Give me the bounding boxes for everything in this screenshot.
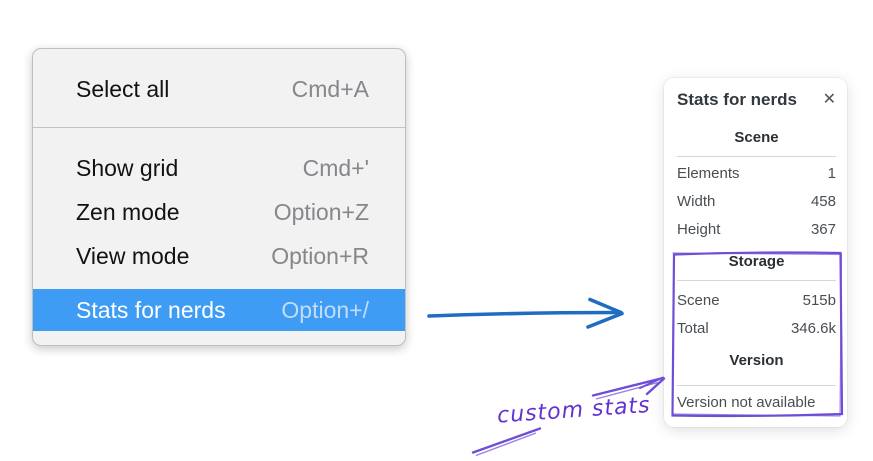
stat-value: 346.6k bbox=[790, 320, 836, 337]
stats-panel: Stats for nerds ✕ Scene Elements 1 Width… bbox=[664, 78, 847, 427]
stats-panel-title: Stats for nerds bbox=[677, 90, 797, 109]
stat-row-total-storage: Total 346.6k bbox=[677, 315, 836, 343]
blue-arrow-shaft[interactable] bbox=[427, 310, 619, 318]
custom-stats-arrow[interactable] bbox=[471, 376, 666, 457]
stat-row-elements: Elements 1 bbox=[677, 160, 836, 188]
stat-label: Height bbox=[677, 221, 721, 238]
section-divider bbox=[677, 280, 836, 281]
menu-item-shortcut: Option+Z bbox=[273, 198, 369, 225]
stat-value: 1 bbox=[827, 165, 836, 182]
stat-value: 367 bbox=[810, 221, 836, 238]
menu-item-shortcut: Cmd+' bbox=[302, 154, 369, 181]
context-menu: Select all Cmd+A Show grid Cmd+' Zen mod… bbox=[32, 48, 406, 346]
menu-item-shortcut: Option+R bbox=[271, 242, 369, 269]
custom-stats-annotation[interactable]: custom stats bbox=[496, 392, 652, 429]
menu-item-label: Show grid bbox=[76, 154, 179, 181]
menu-item-label: Select all bbox=[76, 75, 170, 102]
menu-item-show-grid[interactable]: Show grid Cmd+' bbox=[33, 146, 405, 190]
stat-row-scene-storage: Scene 515b bbox=[677, 287, 836, 315]
custom-stats-arrow-tail[interactable] bbox=[475, 432, 537, 457]
custom-stats-arrow-head[interactable] bbox=[645, 377, 666, 396]
menu-item-select-all[interactable]: Select all Cmd+A bbox=[33, 61, 405, 117]
blue-arrow[interactable] bbox=[427, 297, 624, 329]
blue-arrow-head[interactable] bbox=[586, 311, 624, 329]
stat-value: 515b bbox=[802, 292, 836, 309]
blue-arrow-head[interactable] bbox=[588, 297, 623, 315]
menu-item-zen-mode[interactable]: Zen mode Option+Z bbox=[33, 190, 405, 234]
close-icon[interactable]: ✕ bbox=[822, 91, 836, 108]
menu-item-shortcut: Cmd+A bbox=[291, 75, 369, 102]
purple-rectangle[interactable] bbox=[671, 251, 844, 418]
custom-stats-arrow-shaft[interactable] bbox=[591, 377, 663, 397]
stat-row-height: Height 367 bbox=[677, 216, 836, 244]
menu-item-shortcut: Option+/ bbox=[281, 296, 369, 323]
menu-item-label: View mode bbox=[76, 242, 190, 269]
stat-row-width: Width 458 bbox=[677, 188, 836, 216]
custom-stats-arrow-tail[interactable] bbox=[471, 427, 542, 454]
section-heading-version: Version bbox=[729, 352, 784, 369]
section-divider bbox=[677, 385, 836, 386]
section-divider bbox=[677, 156, 836, 157]
menu-item-stats-for-nerds[interactable]: Stats for nerds Option+/ bbox=[33, 289, 405, 331]
stat-label: Elements bbox=[677, 165, 740, 182]
section-heading-storage: Storage bbox=[728, 253, 785, 270]
custom-stats-arrow-head[interactable] bbox=[639, 376, 664, 389]
purple-rectangle-stroke[interactable] bbox=[672, 252, 843, 417]
stat-label: Total bbox=[677, 320, 709, 337]
section-heading-scene: Scene bbox=[734, 129, 779, 146]
menu-divider bbox=[33, 127, 405, 128]
stats-panel-header: Stats for nerds ✕ bbox=[677, 90, 836, 110]
stat-label: Width bbox=[677, 193, 716, 210]
version-note: Version not available bbox=[677, 394, 816, 411]
stat-label: Scene bbox=[677, 292, 720, 309]
menu-section: Show grid Cmd+' Zen mode Option+Z View m… bbox=[33, 128, 405, 331]
stat-value: 458 bbox=[810, 193, 836, 210]
menu-item-view-mode[interactable]: View mode Option+R bbox=[33, 234, 405, 278]
menu-item-label: Stats for nerds bbox=[76, 296, 226, 323]
menu-item-label: Zen mode bbox=[76, 198, 180, 225]
